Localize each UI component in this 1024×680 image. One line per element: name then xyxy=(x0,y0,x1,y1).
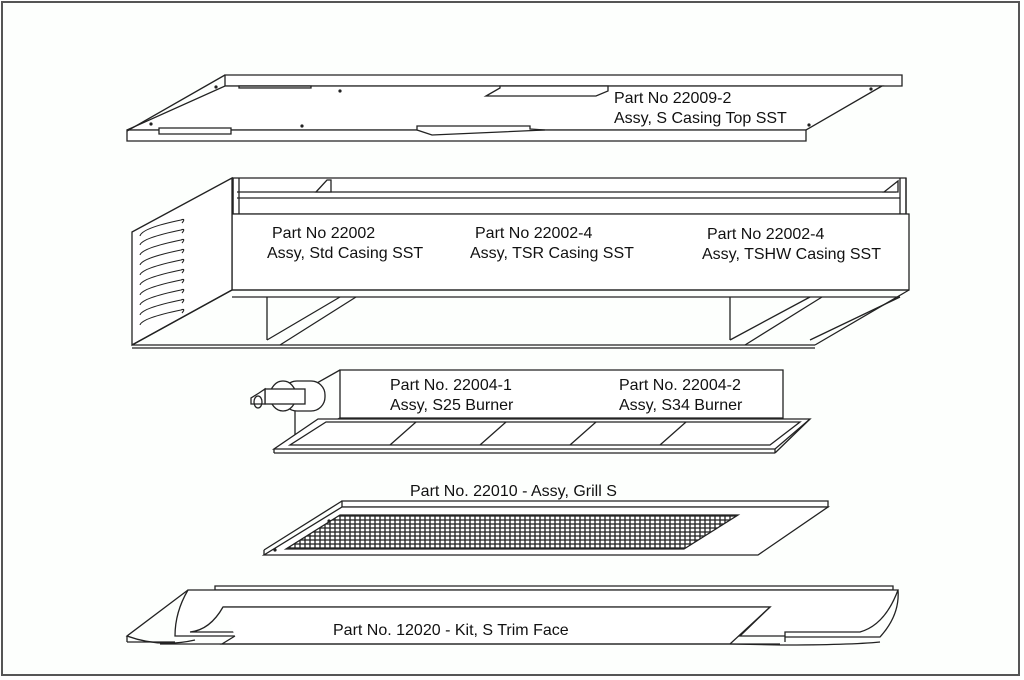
burner-s34-desc: Assy, S34 Burner xyxy=(619,397,743,414)
casing-tshw-part-no: Part No 22002-4 xyxy=(707,226,825,243)
grill-drawing xyxy=(261,500,831,556)
trim-face-drawing xyxy=(125,585,899,646)
casing-std-part-no: Part No 22002 xyxy=(272,225,376,242)
casing-tsr-desc: Assy, TSR Casing SST xyxy=(470,245,634,262)
burner-s25-part-no: Part No. 22004-1 xyxy=(390,377,512,394)
casing-top-desc: Assy, S Casing Top SST xyxy=(614,110,787,127)
casing-tsr-part-no: Part No 22002-4 xyxy=(475,225,593,242)
grill-label: Part No. 22010 - Assy, Grill S xyxy=(410,483,617,500)
casing-top-part-no: Part No 22009-2 xyxy=(614,90,732,107)
casing-std-desc: Assy, Std Casing SST xyxy=(267,245,424,262)
trim-face-label: Part No. 12020 - Kit, S Trim Face xyxy=(333,622,569,639)
casing-drawing xyxy=(131,176,910,349)
burner-s25-desc: Assy, S25 Burner xyxy=(390,397,514,414)
burner-s34-part-no: Part No. 22004-2 xyxy=(619,377,741,394)
casing-top-drawing xyxy=(126,74,903,142)
burner-drawing xyxy=(250,369,812,454)
casing-tshw-desc: Assy, TSHW Casing SST xyxy=(702,246,881,263)
